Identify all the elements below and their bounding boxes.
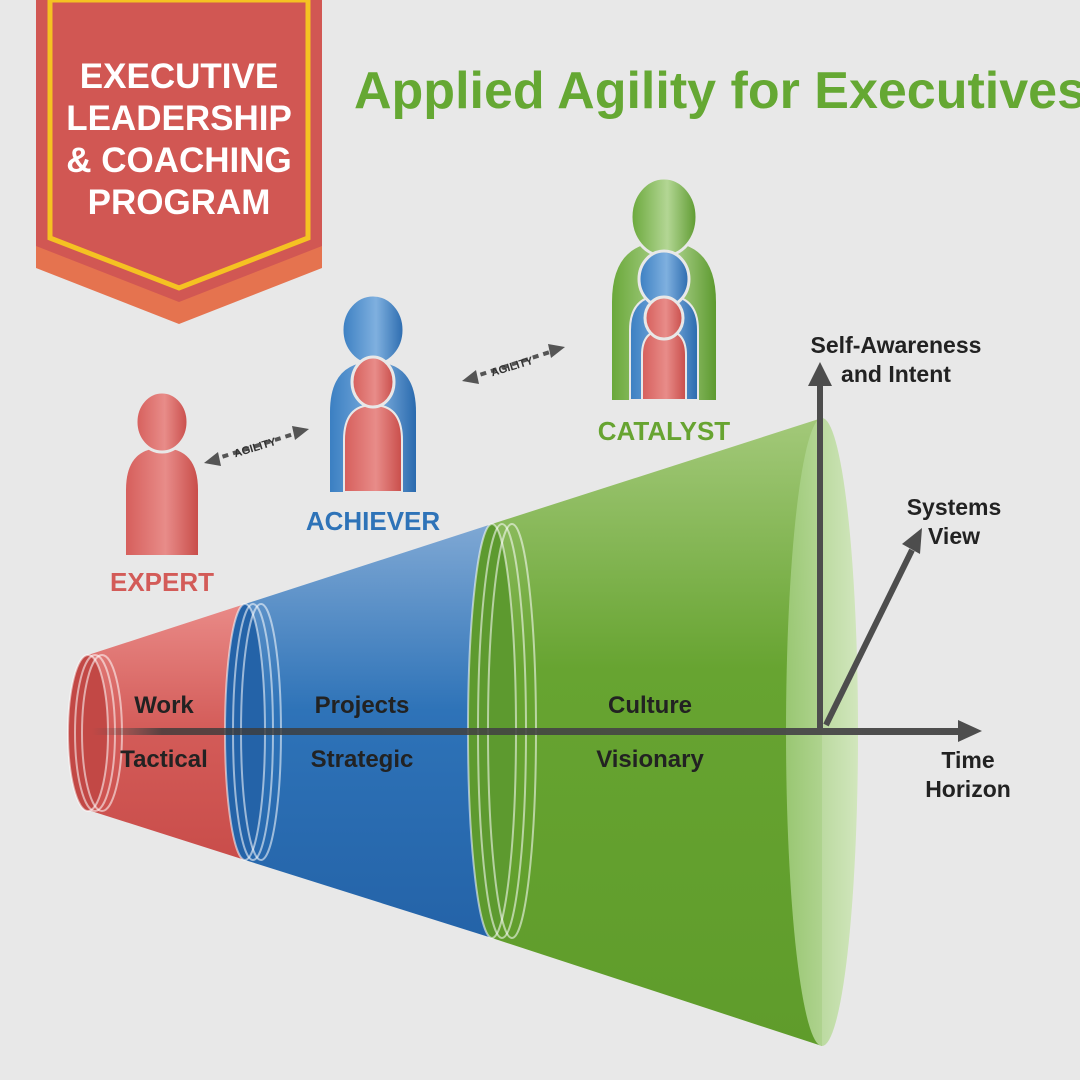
axes — [92, 362, 982, 742]
label-tactical: Tactical — [120, 746, 208, 773]
horizontal-axis — [92, 728, 962, 735]
persona-label-expert: EXPERT — [110, 567, 214, 597]
vertical-axis-arrowhead — [808, 362, 832, 386]
banner-line-4: PROGRAM — [88, 183, 271, 222]
label-projects: Projects — [315, 692, 410, 719]
label-visionary: Visionary — [596, 746, 704, 773]
diagonal-axis-arrowhead — [902, 528, 922, 554]
expert-figure-icon — [126, 390, 198, 555]
label-work: Work — [134, 692, 194, 719]
axis-label-self-awareness-1: Self-Awareness — [811, 332, 982, 358]
label-culture: Culture — [608, 692, 692, 719]
axis-label-time-1: Time — [941, 747, 994, 773]
banner-line-2: LEADERSHIP — [66, 99, 292, 138]
diagonal-axis — [823, 548, 915, 727]
axis-label-systems-1: Systems — [907, 494, 1002, 520]
horizontal-axis-arrowhead — [958, 720, 982, 742]
persona-label-achiever: ACHIEVER — [306, 506, 441, 536]
segment-labels: Work Tactical Projects Strategic Culture… — [120, 692, 704, 773]
agility-label-1: AGILITY — [233, 436, 279, 460]
axis-label-systems-2: View — [928, 523, 980, 549]
label-strategic: Strategic — [311, 746, 414, 773]
persona-label-catalyst: CATALYST — [598, 416, 731, 446]
agility-arrow-1: AGILITY — [204, 426, 309, 466]
program-banner: EXECUTIVE LEADERSHIP & COACHING PROGRAM — [36, 0, 322, 324]
banner-line-1: EXECUTIVE — [80, 57, 278, 96]
axis-label-time-2: Horizon — [925, 776, 1011, 802]
agility-label-2: AGILITY — [490, 355, 536, 379]
page-title: Applied Agility for Executives — [354, 62, 1080, 120]
catalyst-figure-icon — [612, 176, 716, 401]
agility-arrow-2: AGILITY — [462, 344, 565, 384]
banner-line-3: & COACHING — [66, 141, 292, 180]
achiever-figure-icon — [330, 293, 416, 493]
axis-label-self-awareness-2: and Intent — [841, 361, 951, 387]
